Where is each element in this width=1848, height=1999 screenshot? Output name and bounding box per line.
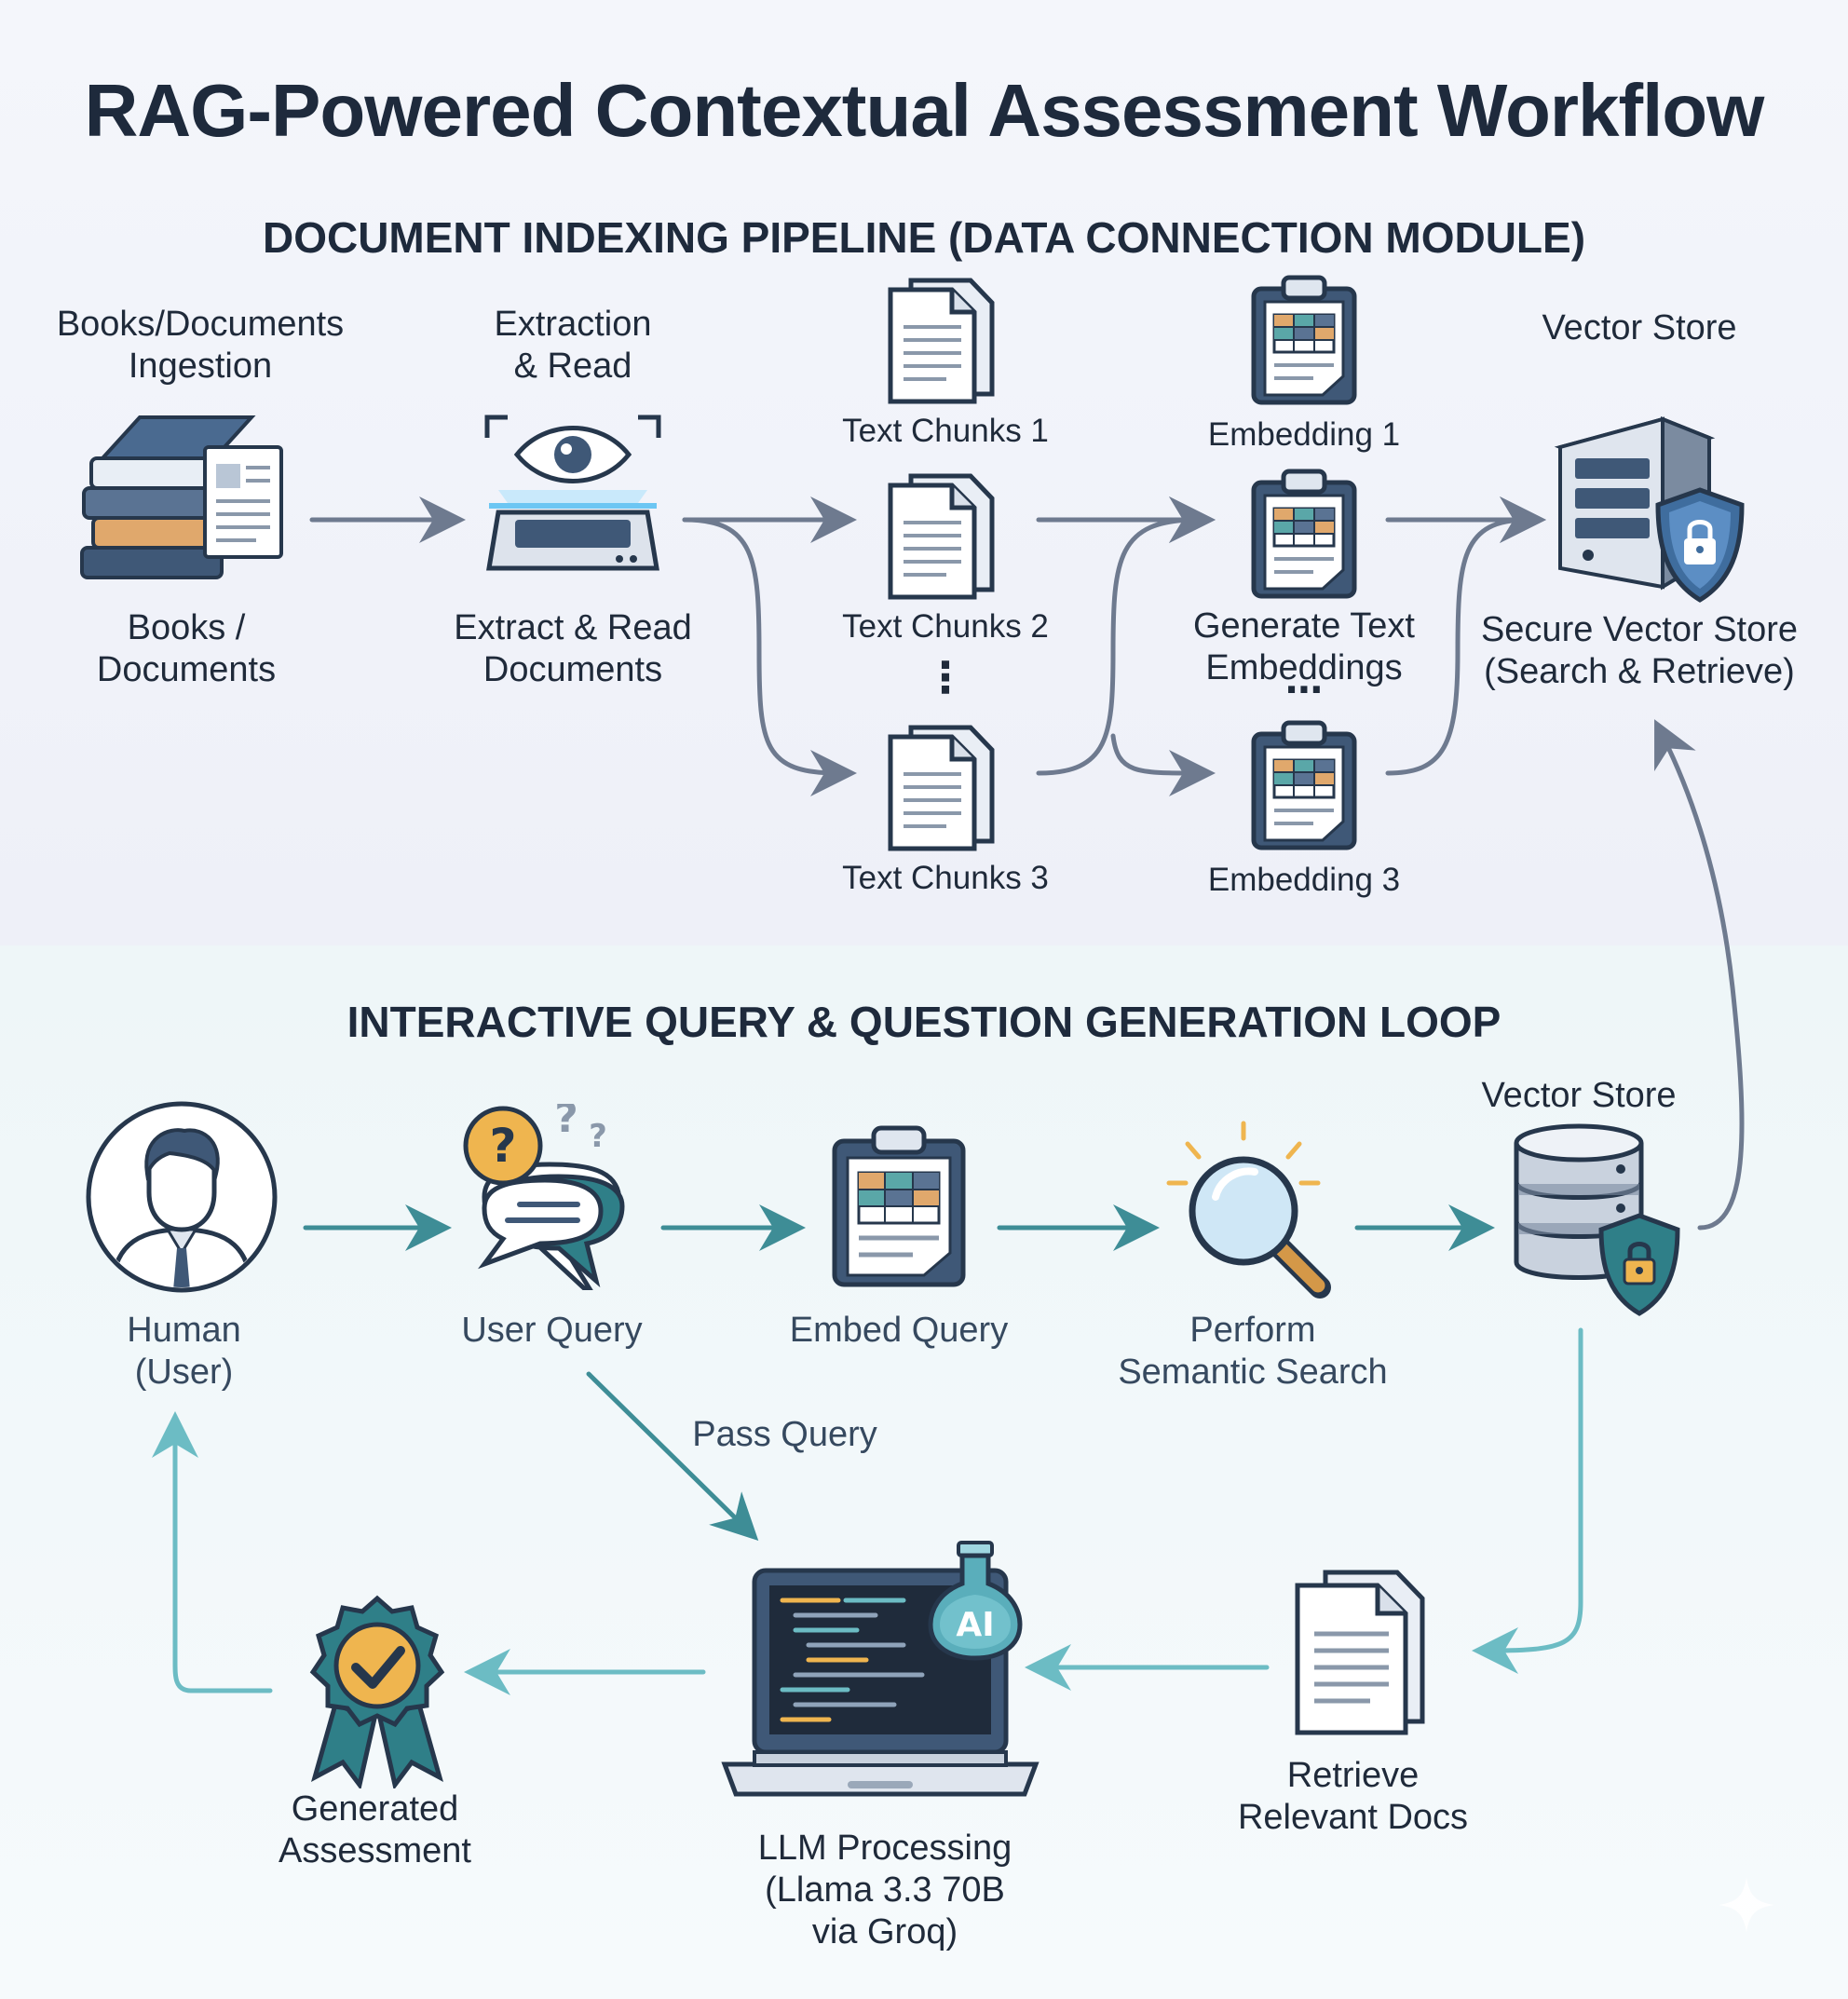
- query-section-background: [0, 945, 1848, 1999]
- chat-question-icon: ? ? ?: [463, 1104, 625, 1290]
- indexing-section-title: DOCUMENT INDEXING PIPELINE (DATA CONNECT…: [262, 213, 1586, 262]
- clipboard-icon: [832, 1125, 966, 1287]
- chunk3-label: Text Chunks 3: [842, 860, 1049, 896]
- page-title: RAG-Powered Contextual Assessment Workfl…: [84, 69, 1765, 152]
- vector-store-caption: Vector Store: [1542, 308, 1737, 347]
- clipboard-icon: [1251, 720, 1357, 850]
- arrow-pass-query: [586, 1371, 759, 1542]
- document-icon: [888, 725, 995, 851]
- arrow-extract-to-chunk3: [682, 517, 857, 796]
- shield-lock-icon: [1598, 1213, 1680, 1316]
- human-label: Human(User): [127, 1311, 241, 1392]
- arrow-chunk3-to-embedding: [1036, 496, 1216, 776]
- embed-query-label: Embed Query: [789, 1311, 1009, 1350]
- embedding3-label: Embedding 3: [1207, 862, 1401, 898]
- badge-check-icon: [309, 1595, 445, 1788]
- embedding1-label: Embedding 1: [1207, 416, 1401, 453]
- scanner-icon: [484, 415, 661, 571]
- magnifier-icon: [1166, 1121, 1331, 1299]
- shield-lock-icon: [1655, 487, 1745, 603]
- chunk2-label: Text Chunks 2: [842, 608, 1049, 645]
- clipboard-icon: [1251, 275, 1357, 405]
- arrow-query-store-to-secure-store: [1654, 719, 1745, 1231]
- arrow-embedding3-to-store: [1385, 496, 1546, 776]
- user-icon: [86, 1101, 278, 1293]
- embedding-ellipsis: ⋯: [1285, 670, 1323, 711]
- svg-text:?: ?: [554, 1104, 578, 1142]
- flask-icon: AI: [928, 1541, 1023, 1661]
- document-icon: [888, 473, 995, 600]
- books-icon: [80, 415, 283, 579]
- query-vector-store-caption: Vector Store: [1481, 1076, 1677, 1115]
- extraction-caption: Extraction& Read: [494, 305, 652, 386]
- pass-query-label: Pass Query: [692, 1415, 877, 1454]
- arrow-chunk3-to-embedding3: [1110, 733, 1216, 796]
- svg-text:?: ?: [589, 1118, 607, 1155]
- svg-text:?: ?: [489, 1119, 516, 1173]
- query-section-title: INTERACTIVE QUERY & QUESTION GENERATION …: [346, 998, 1502, 1046]
- secure-store-label: Secure Vector Store(Search & Retrieve): [1480, 610, 1799, 691]
- clipboard-icon: [1251, 469, 1357, 599]
- books-label: Books /Documents: [96, 608, 277, 689]
- llm-badge: AI: [956, 1606, 994, 1644]
- document-icon: [888, 278, 995, 404]
- chunk-ellipsis: ⋮: [924, 653, 967, 701]
- arrow-assessment-to-human: [152, 1411, 273, 1693]
- arrow-store-to-retrieve: [1472, 1327, 1583, 1674]
- sparkle-icon: [1719, 1877, 1774, 1933]
- document-icon: [1295, 1570, 1425, 1735]
- user-query-label: User Query: [461, 1311, 643, 1350]
- chunk1-label: Text Chunks 1: [842, 413, 1049, 449]
